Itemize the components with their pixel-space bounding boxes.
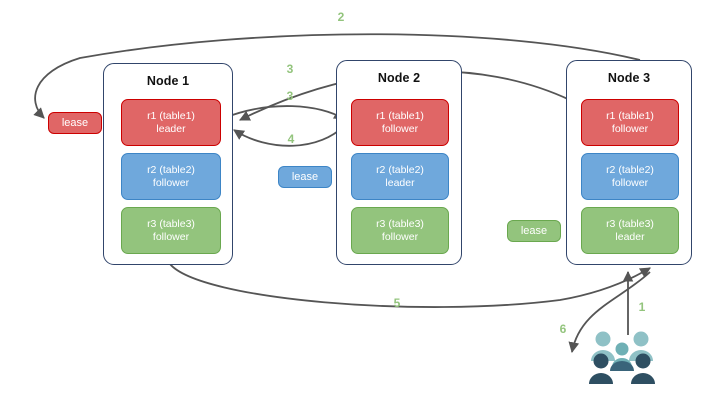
edge-3-lower bbox=[223, 105, 345, 120]
edge-label-3a: 3 bbox=[286, 62, 294, 76]
replica-role: leader bbox=[156, 122, 186, 135]
replica-node1-r2[interactable]: r2 (table2) follower bbox=[121, 153, 221, 200]
replica-name: r2 (table2) bbox=[147, 163, 195, 176]
replica-name: r1 (table1) bbox=[147, 109, 195, 122]
node-title-node1: Node 1 bbox=[146, 74, 190, 88]
replica-role: follower bbox=[611, 176, 649, 189]
replica-node3-r3[interactable]: r3 (table3) leader bbox=[581, 207, 679, 254]
replica-role: follower bbox=[611, 122, 649, 135]
replica-role: follower bbox=[381, 230, 419, 243]
replica-role: follower bbox=[152, 176, 190, 189]
users-group-icon bbox=[588, 330, 656, 388]
replica-name: r1 (table1) bbox=[606, 109, 654, 122]
replica-node2-r1[interactable]: r1 (table1) follower bbox=[351, 99, 449, 146]
node-container-node2[interactable]: Node 2 r1 (table1) follower r2 (table2) … bbox=[336, 60, 462, 265]
user-front-left-icon bbox=[589, 353, 613, 384]
replica-node1-r3[interactable]: r3 (table3) follower bbox=[121, 207, 221, 254]
edge-label-6: 6 bbox=[559, 322, 567, 336]
replica-name: r3 (table3) bbox=[376, 217, 424, 230]
replica-name: r2 (table2) bbox=[376, 163, 424, 176]
replica-name: r2 (table2) bbox=[606, 163, 654, 176]
node-container-node3[interactable]: Node 3 r1 (table1) follower r2 (table2) … bbox=[566, 60, 692, 265]
lease-badge-table3[interactable]: lease bbox=[507, 220, 561, 242]
replica-node1-r1[interactable]: r1 (table1) leader bbox=[121, 99, 221, 146]
replica-name: r3 (table3) bbox=[606, 217, 654, 230]
replica-node2-r2[interactable]: r2 (table2) leader bbox=[351, 153, 449, 200]
user-front-right-icon bbox=[631, 353, 655, 384]
replica-node3-r2[interactable]: r2 (table2) follower bbox=[581, 153, 679, 200]
lease-badge-table2[interactable]: lease bbox=[278, 166, 332, 188]
replica-node3-r1[interactable]: r1 (table1) follower bbox=[581, 99, 679, 146]
user-front-center-icon bbox=[610, 356, 634, 371]
replica-name: r3 (table3) bbox=[147, 217, 195, 230]
replica-role: leader bbox=[385, 176, 415, 189]
edge-5 bbox=[169, 263, 651, 308]
edge-label-3b: 3 bbox=[286, 89, 294, 103]
lease-badge-table1[interactable]: lease bbox=[48, 112, 102, 134]
edge-label-2: 2 bbox=[337, 10, 345, 24]
replica-role: leader bbox=[615, 230, 645, 243]
node-title-node3: Node 3 bbox=[607, 71, 651, 85]
replica-role: follower bbox=[152, 230, 190, 243]
replica-name: r1 (table1) bbox=[376, 109, 424, 122]
node-container-node1[interactable]: Node 1 r1 (table1) leader r2 (table2) fo… bbox=[103, 63, 233, 265]
edge-label-5: 5 bbox=[393, 296, 401, 310]
edge-label-4: 4 bbox=[287, 132, 295, 146]
replica-node2-r3[interactable]: r3 (table3) follower bbox=[351, 207, 449, 254]
edge-label-1: 1 bbox=[638, 300, 646, 314]
replica-role: follower bbox=[381, 122, 419, 135]
node-title-node2: Node 2 bbox=[377, 71, 421, 85]
